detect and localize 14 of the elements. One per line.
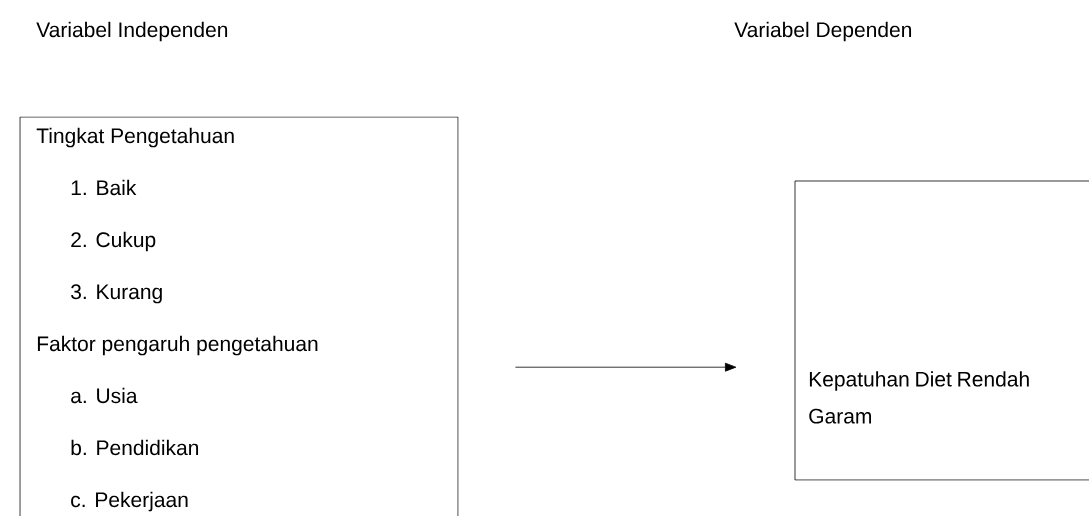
heading: Variabel Independen: [36, 21, 228, 42]
box-text: Kepatuhan Diet Rendah Garam: [809, 371, 1029, 424]
heading: Tingkat Pengetahuan: [36, 127, 234, 148]
heading: Variabel Dependen: [734, 21, 912, 42]
list-item: 1. Baik: [71, 179, 137, 196]
list-item: c. Pekerjaan: [71, 491, 188, 512]
variable-box: [19, 116, 459, 516]
list-item: 2. Cukup: [71, 231, 156, 252]
list-item: 3. Kurang: [71, 284, 162, 304]
heading: Faktor pengaruh pengetahuan: [37, 335, 318, 356]
arrow: [515, 362, 737, 372]
list-item: a. Usia: [71, 387, 138, 404]
variable-box: [794, 180, 1089, 481]
list-item: b. Pendidikan: [71, 439, 199, 456]
